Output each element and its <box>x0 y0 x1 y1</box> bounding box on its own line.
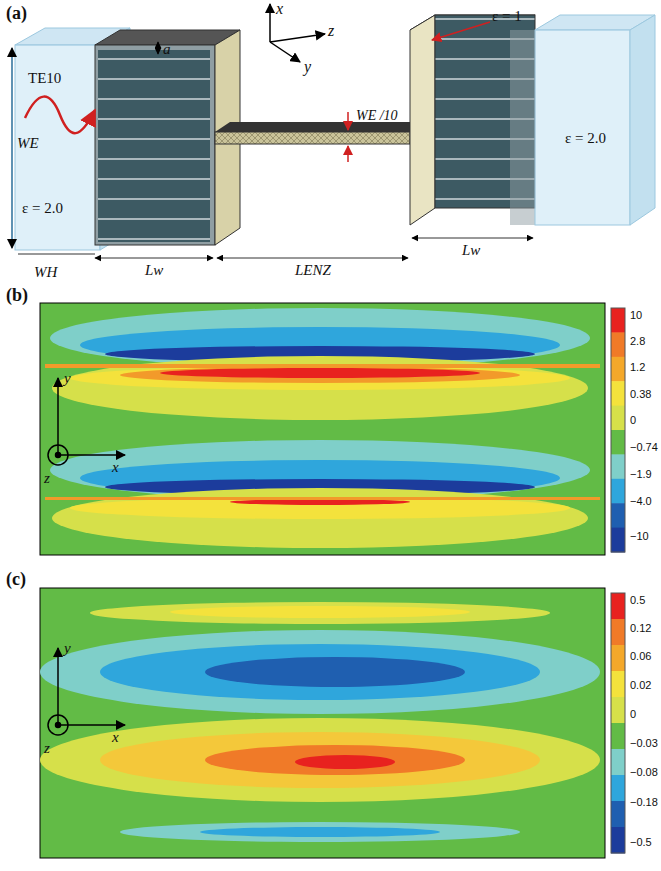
axis-label: y <box>304 58 311 76</box>
axis-label: z <box>44 470 50 487</box>
permittivity-label: ε = 2.0 <box>565 130 606 147</box>
colorbar-step <box>611 827 625 854</box>
axis-label: y <box>64 640 71 657</box>
colorbar-tick: −4.0 <box>630 495 652 507</box>
dimension-line <box>11 48 13 248</box>
dimension-label: WE <box>17 135 39 152</box>
field-map <box>40 303 605 555</box>
panel-label: (c) <box>6 570 26 590</box>
dimension-label: LENZ <box>295 262 331 279</box>
colorbar-frame <box>611 593 625 853</box>
incident-wave <box>25 97 95 134</box>
dimension-line <box>18 254 95 255</box>
colorbar-step <box>611 775 625 802</box>
axes <box>48 378 125 465</box>
colorbar-step <box>611 406 625 431</box>
colorbar-tick: −0.08 <box>630 766 658 778</box>
colorbar-tick: −1.9 <box>630 468 652 480</box>
dimension-line <box>217 258 408 259</box>
axis-label: z <box>328 22 334 40</box>
colorbar-step <box>611 593 625 620</box>
colorbar-step <box>611 454 625 479</box>
permittivity-label: ε = 2.0 <box>22 200 63 217</box>
colorbar-tick: 0.5 <box>630 594 645 606</box>
axes <box>48 648 125 735</box>
field-map <box>40 588 605 858</box>
dimension-label: WH <box>34 264 57 281</box>
wire-medium-block <box>410 15 535 225</box>
field-contours <box>40 602 600 842</box>
colorbar-step <box>611 671 625 698</box>
colorbar-step <box>611 479 625 504</box>
leader-line <box>432 22 490 40</box>
colorbar-step <box>611 801 625 828</box>
dimension-line <box>347 146 349 162</box>
colorbar-tick: −0.74 <box>630 441 658 453</box>
colorbar-frame <box>611 308 625 552</box>
colorbar-step <box>611 503 625 528</box>
colorbar-tick: 10 <box>630 309 642 321</box>
colorbar-step <box>611 697 625 724</box>
colorbar-tick: 1.2 <box>630 361 645 373</box>
field-contours <box>45 308 600 548</box>
dimension-line <box>158 42 159 54</box>
colorbar-tick: 0.02 <box>630 679 651 691</box>
dimension-label: a <box>163 41 171 58</box>
mode-label: TE10 <box>28 70 61 87</box>
colorbar-tick: 0.38 <box>630 388 651 400</box>
colorbar-tick: −10 <box>630 530 649 542</box>
colorbar-step <box>611 357 625 382</box>
panel-label: (b) <box>6 286 28 306</box>
colorbar-step <box>611 308 625 333</box>
axis-label: x <box>276 0 283 18</box>
colorbar-tick: 0.06 <box>630 650 651 662</box>
colorbar-step <box>611 749 625 776</box>
colorbars <box>611 308 625 854</box>
dimension-line <box>412 238 533 239</box>
axis-label: z <box>44 740 50 757</box>
colorbar-tick: −0.5 <box>630 836 652 848</box>
panel-label: (a) <box>6 4 27 24</box>
colorbar-step <box>611 332 625 357</box>
dimension-line <box>95 258 213 259</box>
axis-label: x <box>112 729 119 746</box>
dimension-line <box>347 112 349 130</box>
colorbar-tick: −0.03 <box>630 737 658 749</box>
permittivity-label: ε = 1 <box>492 8 522 25</box>
colorbar-step <box>611 619 625 646</box>
dimension-label: Lw <box>145 262 163 279</box>
colorbar-step <box>611 430 625 455</box>
axis-label: x <box>112 459 119 476</box>
colorbar-tick: 0 <box>630 708 636 720</box>
axis-label: y <box>64 370 71 387</box>
colorbar-step <box>611 381 625 406</box>
colorbar-tick: 0 <box>630 414 636 426</box>
enz-channel <box>215 122 425 144</box>
colorbar-step <box>611 645 625 672</box>
colorbar-step <box>611 528 625 553</box>
dimension-label: WE /10 <box>356 108 398 123</box>
colorbar-step <box>611 723 625 750</box>
dimension-label: Lw <box>462 242 480 259</box>
colorbar-tick: 2.8 <box>630 335 645 347</box>
output-waveguide <box>535 15 655 225</box>
colorbar-tick: 0.12 <box>630 622 651 634</box>
colorbar-tick: −0.18 <box>630 796 658 808</box>
